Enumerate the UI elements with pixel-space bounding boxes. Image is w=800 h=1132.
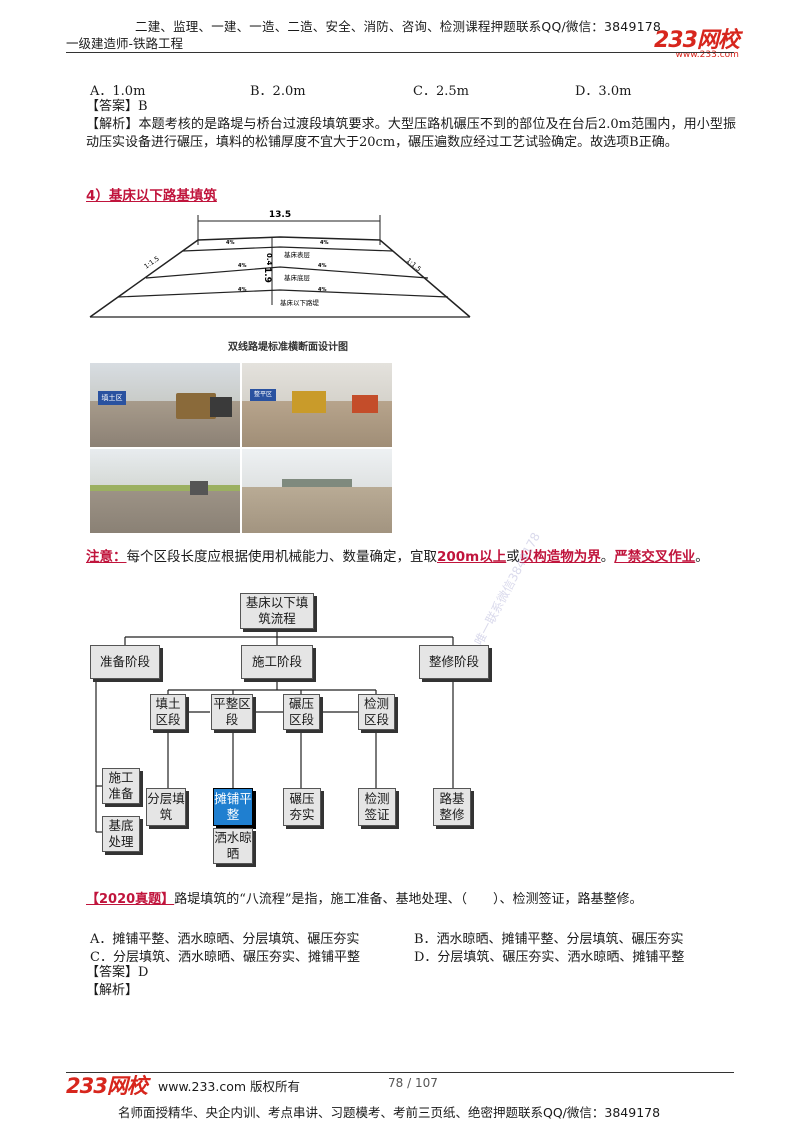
section-inspection: 检测区段 — [358, 694, 395, 730]
grade-marker: 4% — [238, 263, 247, 269]
footer-copyright: www.233.com 版权所有 — [158, 1079, 300, 1094]
section-leveling: 平整区段 — [211, 694, 253, 730]
task-construction-prep: 施工准备 — [102, 768, 140, 804]
option-a: A．1.0m — [90, 84, 146, 99]
header-promo: 二建、监理、一建、一造、二造、安全、消防、咨询、检测课程押题联系QQ/微信：38… — [135, 19, 662, 34]
stage-construction: 施工阶段 — [241, 645, 313, 679]
question-text: 路堤填筑的“八流程”是指，施工准备、基地处理、（ ）、检测签证，路基整修。 — [174, 892, 643, 907]
width-label: 13.5 — [269, 210, 291, 220]
grade-marker: 4% — [226, 240, 235, 246]
note-text-4: 。 — [695, 549, 709, 565]
layer-mid-label: 基床底层 — [284, 273, 311, 282]
header-logo-text: 233网校 — [654, 28, 740, 53]
question-option-a: A．摊铺平整、洒水晾晒、分层填筑、碾压夯实 — [90, 932, 360, 947]
note-label: 注意： — [86, 549, 127, 565]
photo-sign-1: 填土区 — [98, 391, 126, 405]
task-watering-drying: 洒水晾晒 — [213, 828, 253, 864]
task-inspection-signoff: 检测签证 — [358, 788, 396, 826]
question-option-c: C．分层填筑、洒水晾晒、碾压夯实、摊铺平整 — [90, 950, 360, 965]
option-c: C．2.5m — [413, 84, 469, 99]
task-rolling-compaction: 碾压夯实 — [283, 788, 321, 826]
flow-root: 基床以下填筑流程 — [240, 593, 314, 629]
slope-right-label: 1:1.5 — [405, 256, 423, 273]
note-emphasis-2: 以构造物为界 — [519, 549, 601, 565]
layer-boundary-bottom — [117, 289, 449, 298]
footer-logo: 233网校 — [66, 1074, 148, 1098]
question-option-d: D．分层填筑、碾压夯实、洒水晾晒、摊铺平整 — [414, 950, 685, 965]
stage-preparation: 准备阶段 — [90, 645, 160, 679]
page-number: 78 / 107 — [388, 1076, 438, 1090]
prev-analysis: 【解析】本题考核的是路堤与桥台过渡段填筑要求。大型压路机碾压不到的部位及在台后2… — [86, 117, 736, 150]
task-subgrade-trimming: 路基整修 — [433, 788, 471, 826]
note-text-3: 。 — [600, 549, 615, 565]
note-text-1: 每个区段长度应根据使用机械能力、数量确定，宜取 — [126, 549, 438, 565]
header-divider — [66, 52, 734, 53]
note-paragraph: 注意：每个区段长度应根据使用机械能力、数量确定，宜取200m以上或以构造物为界。… — [86, 546, 736, 568]
grade-marker: 4% — [320, 240, 329, 246]
question-option-b: B．洒水晾晒、摊铺平整、分层填筑、碾压夯实 — [414, 932, 684, 947]
task-layered-filling: 分层填筑 — [146, 788, 186, 826]
layer-top-label: 基床表层 — [284, 250, 311, 259]
layer-boundary-top — [182, 246, 394, 252]
photo-graded-field — [242, 449, 392, 533]
header-subject: 一级建造师-铁路工程 — [66, 36, 184, 51]
header-logo: 233网校 www.233.com — [654, 22, 740, 60]
note-emphasis-3: 严禁交叉作业 — [614, 549, 696, 565]
photo-bulldozer: 整平区 — [242, 363, 392, 447]
stage-trimming: 整修阶段 — [419, 645, 489, 679]
embankment-outline — [89, 236, 471, 318]
dim-mid-label: 1.9 — [262, 267, 272, 283]
header-logo-url: www.233.com — [675, 50, 739, 60]
note-text-2: 或 — [506, 549, 520, 565]
section-heading: 4）基床以下路基填筑 — [86, 188, 217, 204]
photo-sign-2: 整平区 — [250, 389, 276, 401]
question-stem: 【2020真题】路堤填筑的“八流程”是指，施工准备、基地处理、（ ）、检测签证，… — [86, 890, 736, 909]
cross-section-caption: 双线路堤标准横断面设计图 — [228, 342, 348, 353]
footer-promo: 名师面授精华、央企内训、考点串讲、习题模考、考前三页纸、绝密押题联系QQ/微信：… — [118, 1105, 661, 1120]
grade-marker: 4% — [318, 287, 327, 293]
prev-answer: 【答案】B — [86, 99, 148, 114]
layer-boundary-mid — [145, 266, 429, 279]
note-emphasis-1: 200m以上 — [437, 549, 507, 565]
task-spreading-leveling: 摊铺平整 — [213, 788, 253, 826]
layer-bottom-label: 基床以下路堤 — [280, 298, 320, 307]
task-base-treatment: 基底处理 — [102, 816, 140, 852]
question-tag: 【2020真题】 — [86, 892, 175, 907]
option-b: B．2.0m — [250, 84, 306, 99]
question-answer: 【答案】D — [86, 965, 149, 980]
option-d: D．3.0m — [575, 84, 632, 99]
grade-marker: 4% — [238, 287, 247, 293]
question-analysis: 【解析】 — [86, 983, 139, 998]
section-compaction: 碾压区段 — [283, 694, 320, 730]
photo-roller — [90, 449, 240, 533]
footer-divider — [66, 1072, 734, 1073]
section-filling: 填土区段 — [150, 694, 186, 730]
cross-section-diagram: 13.5 0.4 1.9 基床表层 基床底层 基床以下路堤 1:1.5 1:1.… — [89, 210, 471, 318]
grade-marker: 4% — [318, 263, 327, 269]
construction-photos: 填土区 整平区 — [90, 363, 392, 533]
photo-dump-truck: 填土区 — [90, 363, 240, 447]
dim-top-label: 0.4 — [265, 253, 273, 266]
